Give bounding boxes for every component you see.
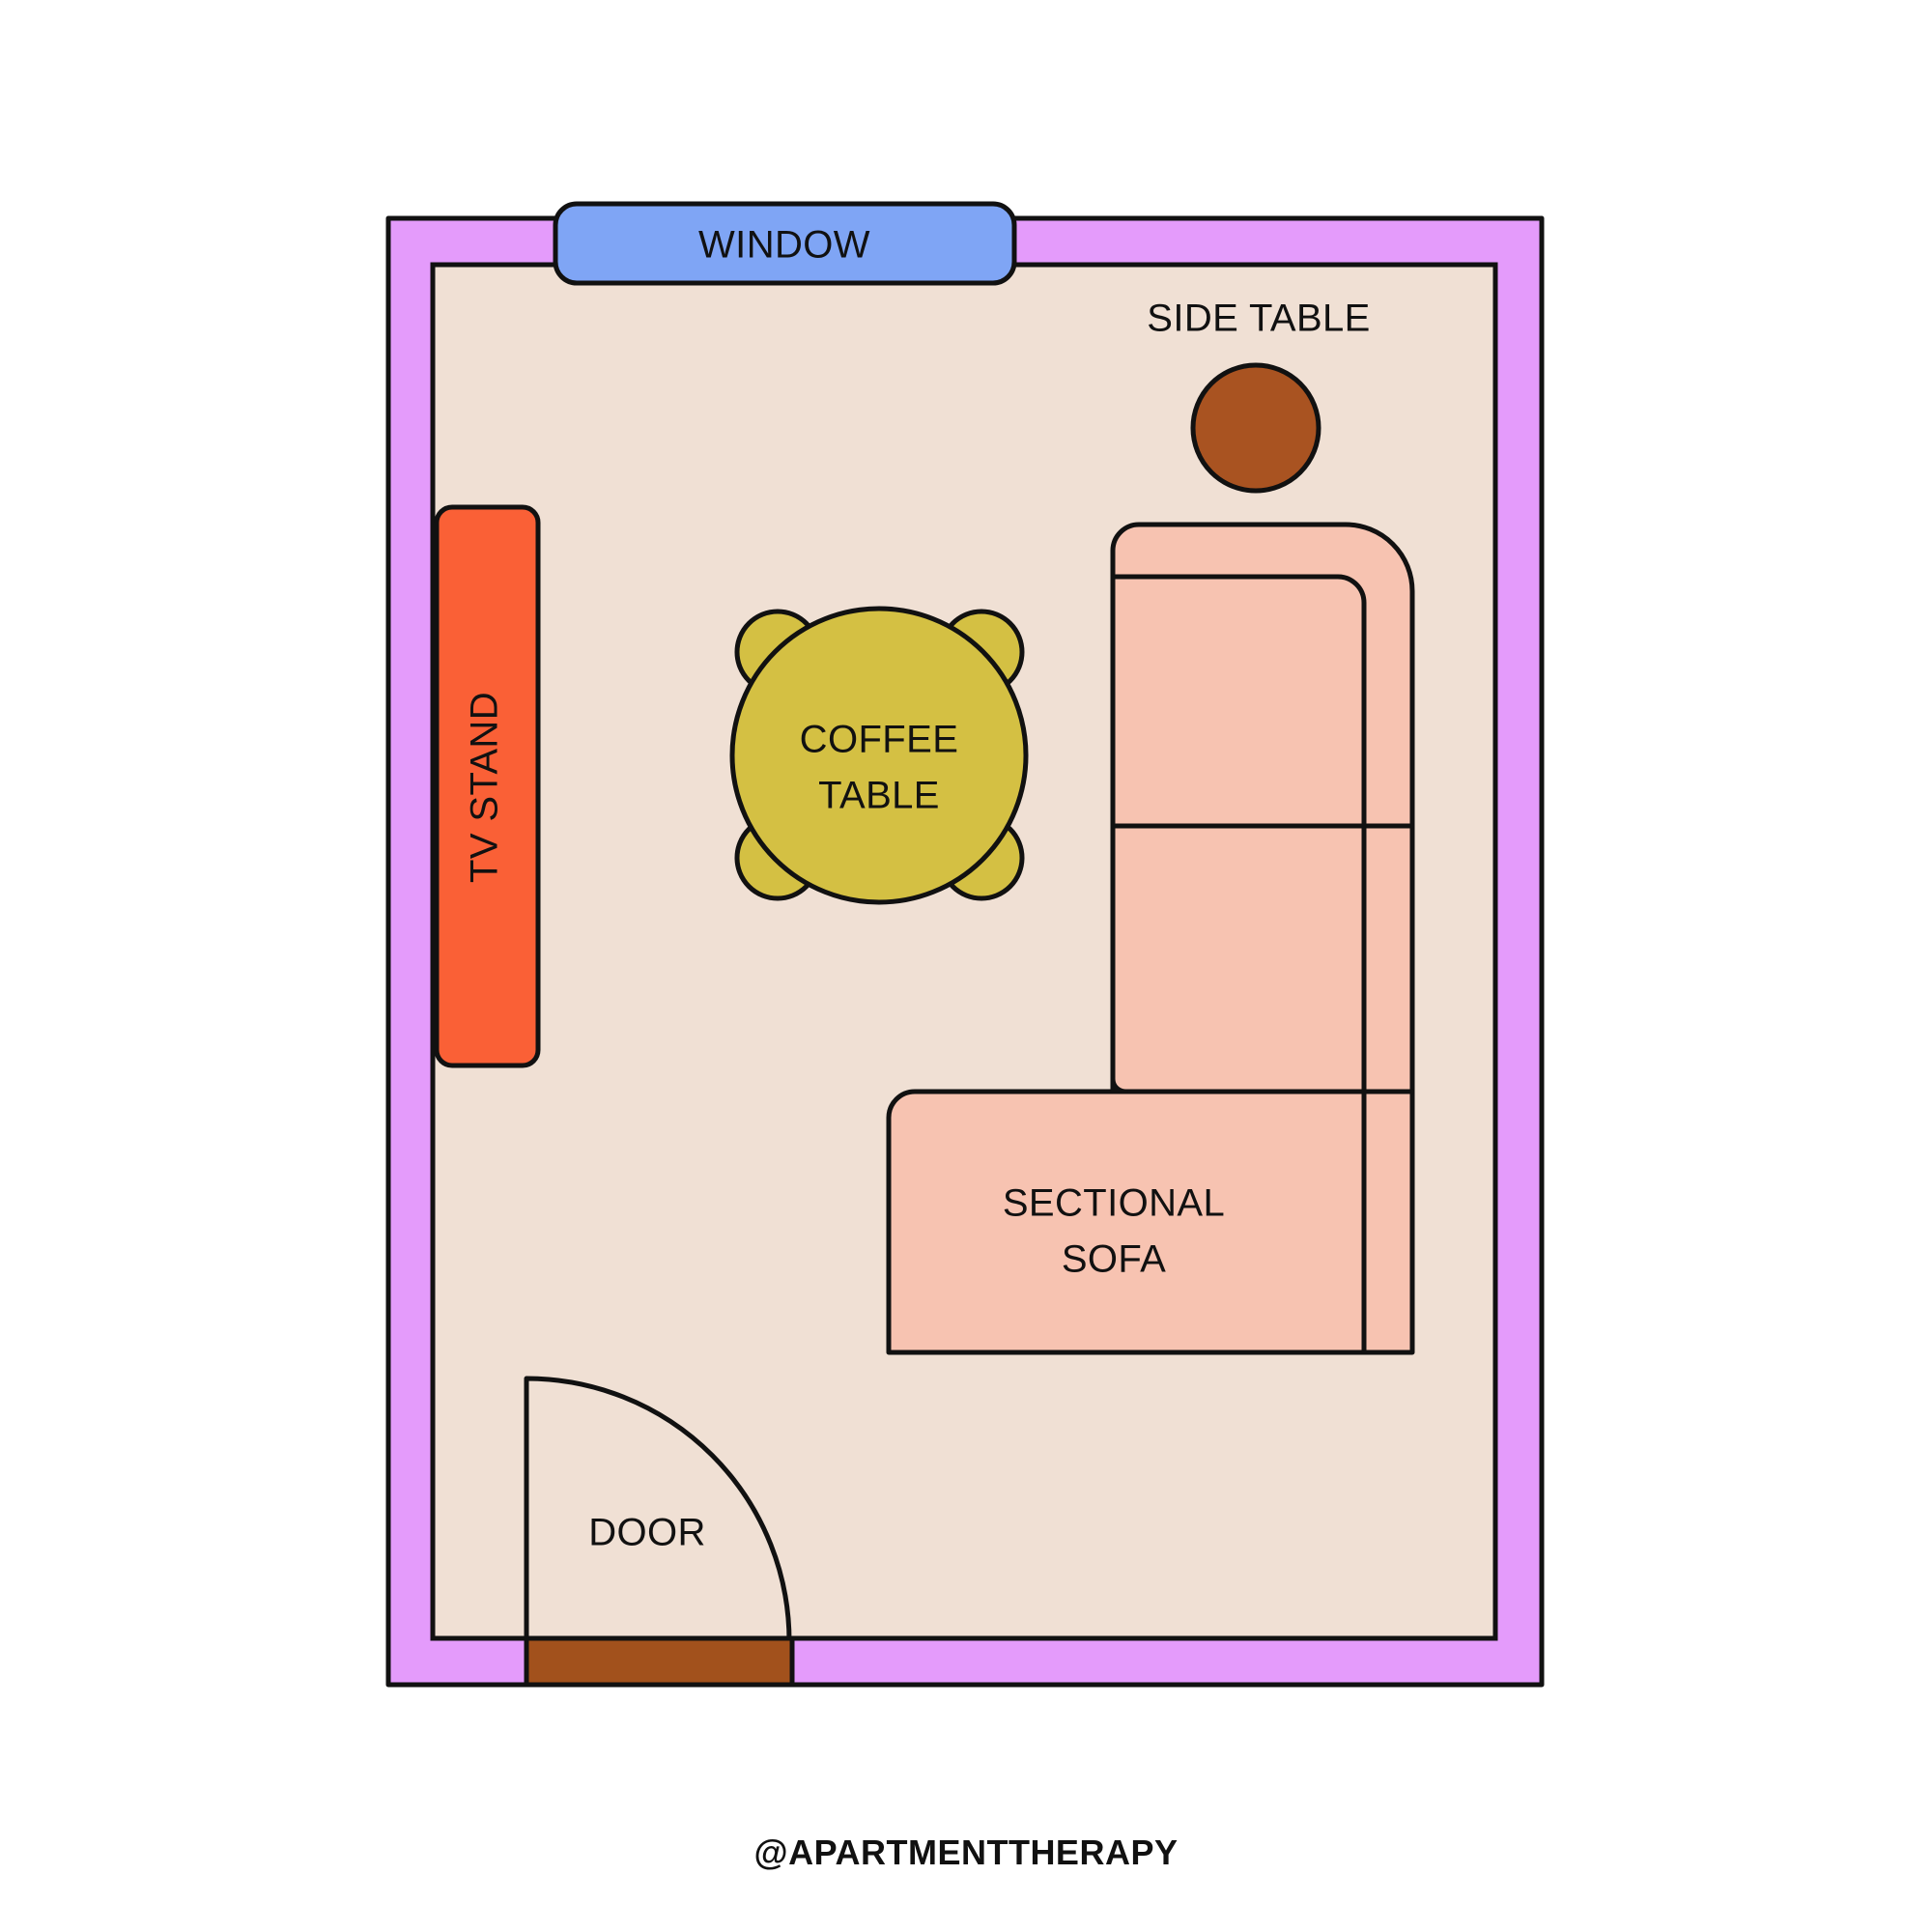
footer-handle: @APARTMENTTHERAPY — [754, 1833, 1179, 1872]
sofa-body[interactable] — [886, 522, 1415, 1355]
tv-stand-fixture[interactable]: TV STAND — [434, 504, 541, 1068]
door-threshold[interactable] — [524, 1635, 795, 1688]
tv-stand-label: TV STAND — [464, 692, 506, 883]
door-swing-arc — [524, 1376, 792, 1644]
sofa-arm-top — [1110, 574, 1367, 1355]
coffee-table-label-line2: TABLE — [818, 775, 940, 817]
window-label: WINDOW — [698, 224, 870, 267]
door-fixture[interactable]: DOOR — [524, 1376, 795, 1688]
coffee-table-top[interactable] — [729, 606, 1029, 905]
side-table-label: SIDE TABLE — [1147, 298, 1371, 340]
sofa-cushion-middle — [1110, 836, 1128, 1094]
sectional-sofa-label-line1: SECTIONAL — [1003, 1182, 1225, 1225]
sectional-sofa-label-line2: SOFA — [1062, 1238, 1166, 1281]
coffee-table-fixture[interactable]: COFFEE TABLE — [729, 606, 1029, 905]
door-label: DOOR — [588, 1512, 706, 1554]
side-table-fixture[interactable]: SIDE TABLE — [1147, 298, 1371, 494]
tv-stand-rect[interactable] — [434, 504, 541, 1068]
side-table-top[interactable] — [1190, 362, 1321, 494]
window-fixture[interactable]: WINDOW — [553, 201, 1017, 286]
coffee-table-label-line1: COFFEE — [800, 719, 959, 761]
window-rect[interactable] — [553, 201, 1017, 286]
sectional-sofa-fixture[interactable]: SECTIONAL SOFA — [886, 522, 1415, 1355]
